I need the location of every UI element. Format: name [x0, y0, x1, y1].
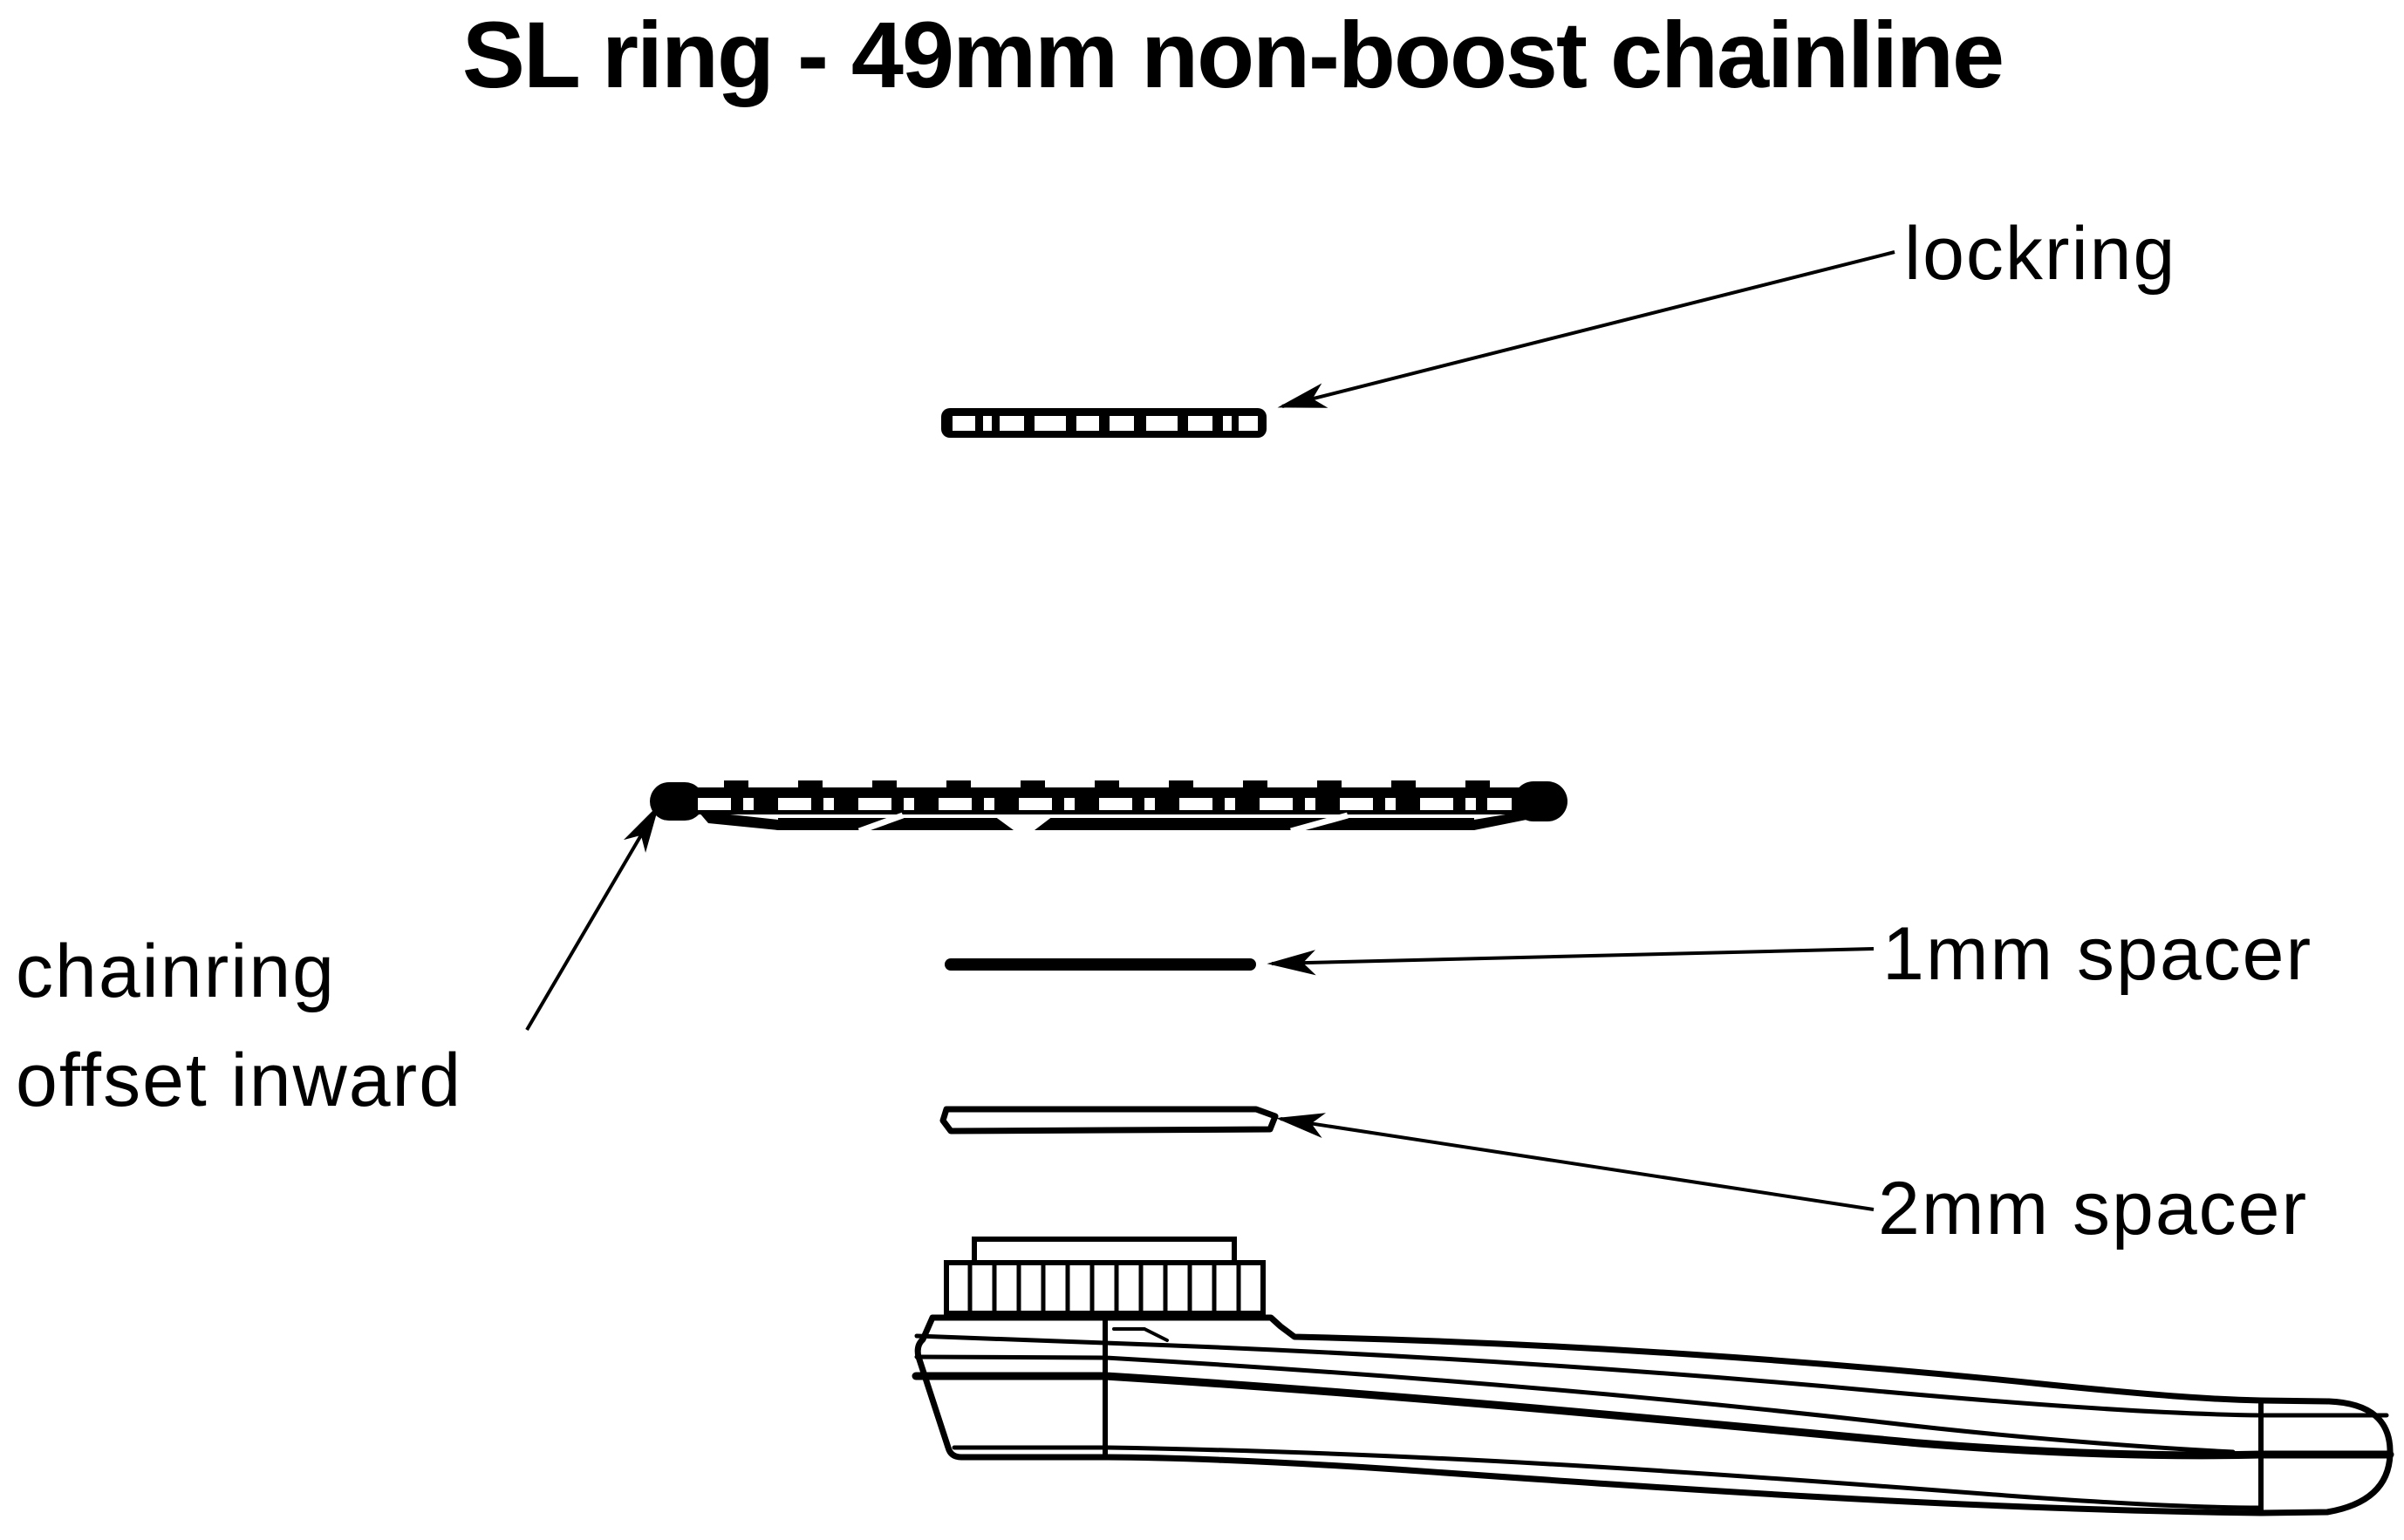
- slot: [1305, 798, 1315, 810]
- shelf-seam: [857, 812, 905, 835]
- crank-boss-line: [914, 1354, 1108, 1360]
- slot: [698, 798, 731, 810]
- crank-contour-line: [1103, 1340, 2264, 1418]
- spacer-2mm-part: [939, 1106, 1279, 1135]
- crank-contour-line: [1103, 1355, 2236, 1455]
- label-chainring-offset-line2: offset inward: [16, 1038, 463, 1122]
- label-chainring-offset: chainring offset inward: [16, 917, 462, 1135]
- spacer-2mm-leader-arrow: [1275, 1113, 1875, 1211]
- slot: [1179, 798, 1212, 810]
- slot: [953, 416, 975, 431]
- slot: [1340, 798, 1373, 810]
- slot: [939, 798, 972, 810]
- label-lockring: lockring: [1904, 212, 2177, 296]
- slot: [1019, 798, 1052, 810]
- slot: [1260, 798, 1293, 810]
- tooth: [1021, 780, 1045, 789]
- shelf-right-connector: [1474, 809, 1544, 830]
- slot: [984, 798, 994, 810]
- spacer-1mm-body: [945, 958, 1256, 971]
- tooth: [1391, 780, 1416, 789]
- tooth: [1243, 780, 1267, 789]
- slot: [1099, 798, 1132, 810]
- crank-spline-lines: [967, 1260, 1241, 1316]
- crank-top-notch: [1112, 1327, 1169, 1342]
- slot: [1487, 798, 1512, 810]
- slot: [1420, 798, 1453, 810]
- slot: [858, 798, 891, 810]
- spacer-1mm-part: [945, 958, 1256, 971]
- slot: [1076, 416, 1099, 431]
- shelf-left-connector: [698, 811, 778, 830]
- slot: [823, 798, 834, 810]
- slot: [1144, 798, 1155, 810]
- tooth: [1465, 780, 1490, 789]
- slot: [1239, 416, 1258, 431]
- tooth: [1317, 780, 1342, 789]
- slot: [1110, 416, 1134, 431]
- slot: [1188, 416, 1212, 431]
- slot: [1064, 798, 1075, 810]
- tooth: [724, 780, 748, 789]
- crank-spline-collar: [944, 1260, 1266, 1316]
- crank-arm-part: [912, 1237, 2394, 1516]
- slot: [1385, 798, 1396, 810]
- leader-arrows: [525, 250, 1895, 1211]
- chainring-offset-leader-arrow: [525, 804, 659, 1032]
- slot: [1465, 798, 1476, 810]
- diagram-title: SL ring - 49mm non-boost chainline: [461, 2, 2004, 107]
- slot: [1035, 416, 1066, 431]
- crank-contour-bottom-line: [1103, 1445, 2264, 1510]
- slot: [1225, 798, 1235, 810]
- lockring-part: [941, 408, 1267, 438]
- tooth: [946, 780, 971, 789]
- spacer-1mm-leader-arrow: [1267, 947, 1875, 976]
- label-1mm-spacer: 1mm spacer: [1882, 912, 2313, 996]
- crank-spindle-cap: [972, 1237, 1237, 1266]
- slot: [1223, 416, 1232, 431]
- crank-boss-line: [914, 1333, 1108, 1346]
- slot: [1000, 416, 1024, 431]
- tooth: [1169, 780, 1193, 789]
- slot: [743, 798, 754, 810]
- tooth: [1095, 780, 1119, 789]
- lockring-spline-slots: [953, 416, 1258, 431]
- chainring-teeth-tips: [724, 780, 1490, 789]
- slot: [904, 798, 914, 810]
- tooth: [872, 780, 897, 789]
- shelf-notch: [994, 816, 1053, 830]
- slot: [983, 416, 992, 431]
- label-2mm-spacer: 2mm spacer: [1878, 1167, 2309, 1250]
- chainring-offset-shelf: [698, 809, 1544, 835]
- slot: [1146, 416, 1178, 431]
- chainring-slots: [698, 798, 1512, 810]
- spacer-2mm-body: [939, 1106, 1279, 1135]
- slot: [778, 798, 811, 810]
- label-chainring-offset-line1: chainring: [16, 930, 336, 1013]
- chainring-part: [650, 780, 1567, 835]
- shelf-seam: [1290, 812, 1349, 835]
- lockring-leader-arrow: [1277, 250, 1895, 408]
- crank-contour-line-thick: [1101, 1372, 2265, 1460]
- tooth: [798, 780, 823, 789]
